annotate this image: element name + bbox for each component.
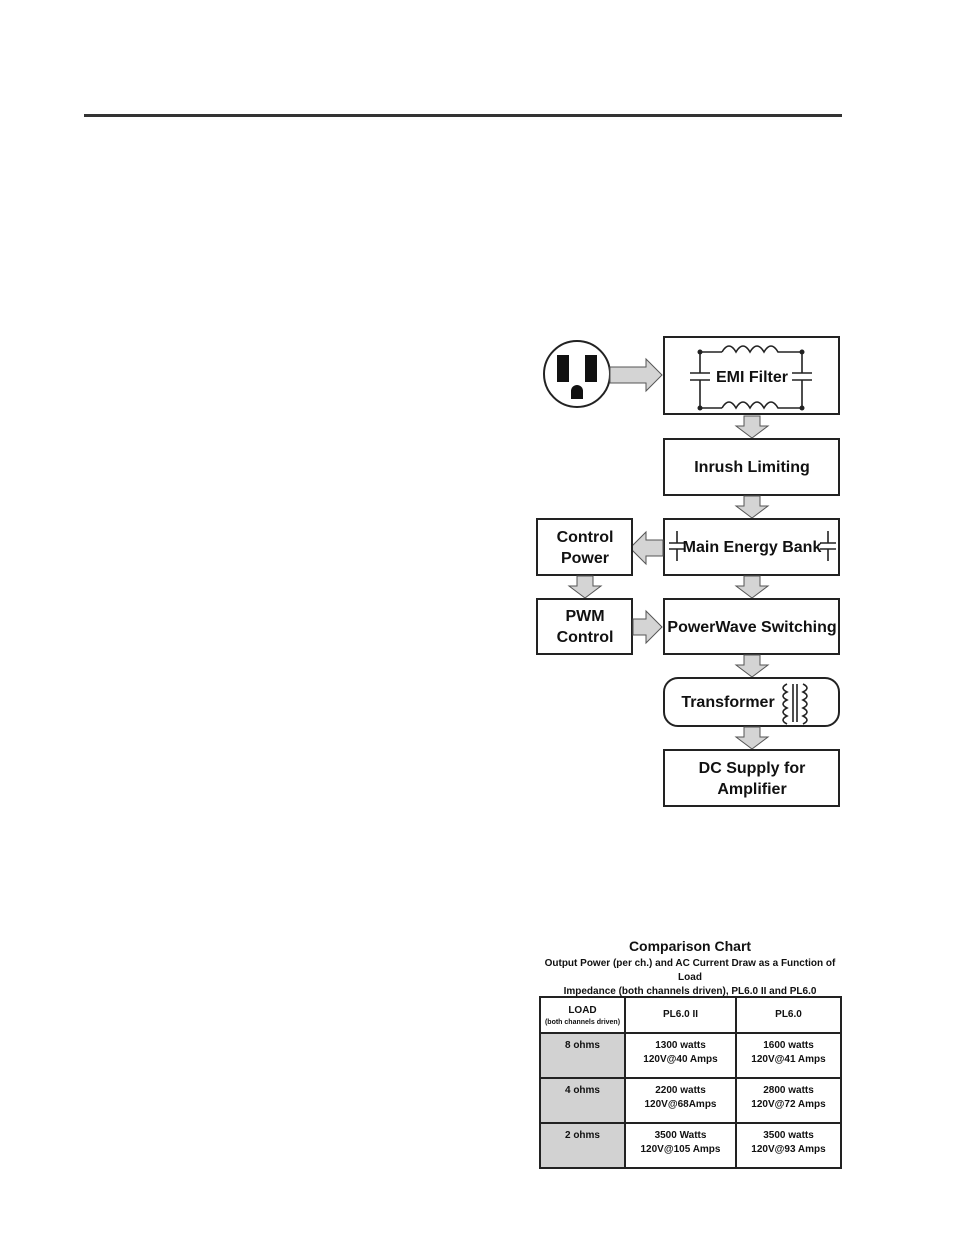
arrow-powerwave-to-transformer xyxy=(734,654,770,678)
pl60ii-cell: 2200 watts 120V@68Amps xyxy=(624,1077,737,1124)
load-cell: 8 ohms xyxy=(539,1032,626,1079)
arrow-transformer-to-dc-supply xyxy=(734,726,770,750)
cell-watts: 3500 watts xyxy=(763,1130,814,1141)
cell-current: 120V@41 Amps xyxy=(751,1054,826,1065)
header-load: LOAD (both channels driven) xyxy=(539,996,626,1034)
table-row: 2 ohms 3500 Watts 120V@105 Amps 3500 watt… xyxy=(539,1122,842,1169)
table-row: 8 ohms 1300 watts 120V@40 Amps 1600 watts… xyxy=(539,1032,842,1079)
inrush-limiting-block xyxy=(663,438,840,496)
dc-supply-block xyxy=(663,749,840,807)
transformer-symbol-icon xyxy=(782,683,808,725)
powerwave-switching-block xyxy=(663,598,840,655)
inrush-limiting-label: Inrush Limiting xyxy=(694,459,810,476)
control-power-label-line1: Control xyxy=(557,529,614,546)
header-pl60ii: PL6.0 II xyxy=(624,996,737,1034)
pl60-cell: 2800 watts 120V@72 Amps xyxy=(735,1077,842,1124)
arrow-energy-bank-to-control-power xyxy=(629,530,664,566)
cell-current: 120V@105 Amps xyxy=(640,1144,721,1155)
arrow-energy-bank-to-powerwave xyxy=(734,575,770,599)
control-power-label-line2: Power xyxy=(561,550,609,567)
header-load-note: (both channels driven) xyxy=(544,1018,621,1026)
emi-filter-block: EMI Filter xyxy=(663,336,840,415)
dc-supply-label-line1: DC Supply for xyxy=(699,760,806,777)
powerwave-switching-label: PowerWave Switching xyxy=(667,619,836,636)
arrow-pwm-to-powerwave xyxy=(632,609,663,645)
pwm-control-label-line2: Control xyxy=(557,629,614,646)
main-energy-bank-block: Main Energy Bank xyxy=(663,518,840,576)
dc-supply-label-line2: Amplifier xyxy=(717,781,786,798)
subtitle-line-2: Impedance (both channels driven), PL6.0 … xyxy=(563,986,817,997)
transformer-block: Transformer xyxy=(663,677,840,727)
subtitle-line-1: Output Power (per ch.) and AC Current Dr… xyxy=(544,958,836,983)
cell-watts: 3500 Watts xyxy=(654,1130,707,1141)
comparison-chart-title: Comparison Chart xyxy=(628,938,752,954)
load-cell: 4 ohms xyxy=(539,1077,626,1124)
load-cell: 2 ohms xyxy=(539,1122,626,1169)
table-row: 4 ohms 2200 watts 120V@68Amps 2800 watts 1… xyxy=(539,1077,842,1124)
header-pl60: PL6.0 xyxy=(735,996,842,1034)
header-load-label: LOAD xyxy=(568,1004,597,1016)
control-power-block xyxy=(536,518,633,576)
cell-current: 120V@72 Amps xyxy=(751,1099,826,1110)
emi-filter-label: EMI Filter xyxy=(716,369,788,386)
pl60ii-cell: 3500 Watts 120V@105 Amps xyxy=(624,1122,737,1169)
arrow-emi-to-inrush xyxy=(734,415,770,439)
cell-watts: 2800 watts xyxy=(763,1085,814,1096)
cell-watts: 2200 watts xyxy=(655,1085,706,1096)
cell-current: 120V@40 Amps xyxy=(643,1054,718,1065)
header-rule xyxy=(84,114,842,117)
cell-current: 120V@68Amps xyxy=(644,1099,717,1110)
comparison-chart-subtitle: Output Power (per ch.) and AC Current Dr… xyxy=(534,957,846,999)
main-energy-bank-label: Main Energy Bank xyxy=(683,539,822,556)
cell-current: 120V@93 Amps xyxy=(751,1144,826,1155)
arrow-outlet-to-emi xyxy=(609,357,663,393)
pl60ii-cell: 1300 watts 120V@40 Amps xyxy=(624,1032,737,1079)
pwm-control-block xyxy=(536,598,633,655)
cell-watts: 1300 watts xyxy=(655,1040,706,1051)
arrow-control-power-to-pwm xyxy=(567,575,603,599)
arrow-inrush-to-energy-bank xyxy=(734,495,770,519)
table-header-row: LOAD (both channels driven) PL6.0 II PL6… xyxy=(539,996,842,1034)
pwm-control-label-line1: PWM xyxy=(565,608,604,625)
transformer-label: Transformer xyxy=(681,694,774,711)
cell-watts: 1600 watts xyxy=(763,1040,814,1051)
comparison-table: LOAD (both channels driven) PL6.0 II PL6… xyxy=(539,996,842,1169)
pl60-cell: 1600 watts 120V@41 Amps xyxy=(735,1032,842,1079)
ac-outlet-icon xyxy=(543,340,611,408)
pl60-cell: 3500 watts 120V@93 Amps xyxy=(735,1122,842,1169)
